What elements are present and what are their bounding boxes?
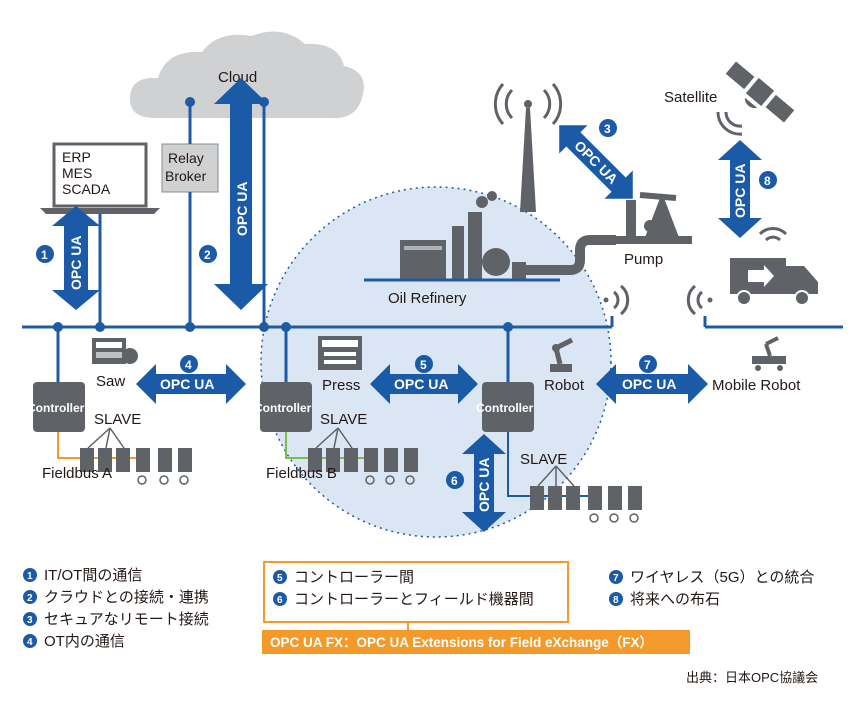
pump-jack-icon [612,192,692,244]
svg-text:7: 7 [613,573,619,584]
relay-broker-box [161,143,219,193]
cell-tower-icon [493,83,563,212]
satellite-icon [725,61,795,123]
svg-text:1: 1 [41,248,48,262]
svg-text:ワイヤレス（5G）との統合: ワイヤレス（5G）との統合 [630,569,814,586]
opc-ua-arrow-4: OPC UA [136,364,246,404]
svg-text:2: 2 [27,593,33,604]
opc-ua-arrow-2: OPC UA [214,78,268,310]
svg-text:3: 3 [27,615,33,626]
cloud-label: Cloud [218,69,257,86]
fx-banner: OPC UA FX：OPC UA Extensions for Field eX… [262,630,690,654]
slave-label-c: SLAVE [520,451,567,468]
relay-label: Relay [168,150,204,166]
fieldbus-b-label: Fieldbus B [266,465,337,482]
svg-text:IT/OT間の通信: IT/OT間の通信 [44,567,142,584]
svg-text:8: 8 [613,595,619,606]
svg-text:1: 1 [27,571,33,582]
svg-text:OPC UA: OPC UA [160,376,214,392]
saw-icon [92,338,138,364]
satellite-label: Satellite [664,89,717,106]
cloud-icon [129,31,364,119]
source-note: 出典：日本OPC協議会 [686,670,818,685]
controller-c: Controller [476,382,534,432]
svg-text:6: 6 [277,595,283,606]
wireless-icon-left [603,284,630,316]
controller-a: Controller [27,382,85,432]
oil-refinery-label: Oil Refinery [388,290,467,307]
saw-label: Saw [96,373,125,390]
fx-box [263,561,569,623]
fieldbus-a-label: Fieldbus A [42,465,112,482]
robot-arm-icon [550,337,574,372]
erp-label: ERP [62,149,91,165]
fieldbus-b [285,427,418,485]
broker-label: Broker [165,168,207,184]
svg-text:6: 6 [451,474,458,488]
svg-text:7: 7 [644,358,651,372]
controller-b: Controller [254,382,312,432]
opc-ua-arrow-7: OPC UA [596,364,708,404]
svg-text:Controller: Controller [476,401,534,415]
oil-refinery-icon [364,191,616,282]
press-label: Press [322,377,360,394]
svg-text:コントローラー間: コントローラー間 [294,569,414,586]
svg-text:2: 2 [204,248,211,262]
svg-text:3: 3 [604,122,611,136]
legend-col2: 5 コントローラー間 6 コントローラーとフィールド機器間 [273,569,534,608]
legend-col1: 1 IT/OT間の通信 2 クラウドとの接続・連携 3 セキュアなリモート接続 … [23,567,209,650]
laptop-icon [40,142,160,214]
slave-label-b: SLAVE [320,411,367,428]
svg-text:OPC UA FX：OPC UA Extensions fo: OPC UA FX：OPC UA Extensions for Field eX… [270,635,653,650]
svg-text:Controller: Controller [254,401,312,415]
svg-text:OPC UA: OPC UA [476,458,492,512]
legend-col3: 7 ワイヤレス（5G）との統合 8 将来への布石 [609,569,814,608]
svg-text:OPC UA: OPC UA [732,164,748,218]
svg-text:5: 5 [277,573,283,584]
svg-text:OPC UA: OPC UA [394,376,448,392]
mes-label: MES [62,165,92,181]
fieldbus-a [57,427,192,485]
pump-label: Pump [624,251,663,268]
opc-ua-arrow-6: OPC UA [462,434,506,532]
opc-ua-arrow-3: OPC UA [559,125,633,199]
press-icon [318,336,362,370]
svg-text:将来への布石: 将来への布石 [630,591,720,608]
svg-text:Controller: Controller [27,401,85,415]
svg-text:OPC UA: OPC UA [622,376,676,392]
opc-ua-arrow-8: OPC UA [718,140,762,238]
svg-text:4: 4 [185,358,192,372]
opc-ua-arrow-5: OPC UA [370,364,478,404]
wireless-icon-right [686,284,713,316]
mobile-robot-icon [752,336,786,371]
scada-label: SCADA [62,181,111,197]
truck-icon [730,227,818,306]
robot-label: Robot [544,377,585,394]
svg-text:セキュアなリモート接続: セキュアなリモート接続 [44,611,209,628]
svg-text:8: 8 [764,174,771,188]
svg-text:OPC UA: OPC UA [68,236,84,290]
svg-text:5: 5 [420,358,427,372]
svg-text:OPC UA: OPC UA [571,137,621,187]
svg-text:コントローラーとフィールド機器間: コントローラーとフィールド機器間 [294,591,534,608]
slave-label-a: SLAVE [94,411,141,428]
svg-text:4: 4 [27,637,33,648]
wifi-icon [716,111,743,136]
svg-text:OT内の通信: OT内の通信 [44,633,125,650]
mobile-robot-label: Mobile Robot [712,377,801,394]
svg-text:クラウドとの接続・連携: クラウドとの接続・連携 [44,589,209,606]
svg-text:OPC UA: OPC UA [234,182,250,236]
opc-ua-arrow-1: OPC UA [52,206,100,310]
fieldbus-c [507,432,642,523]
